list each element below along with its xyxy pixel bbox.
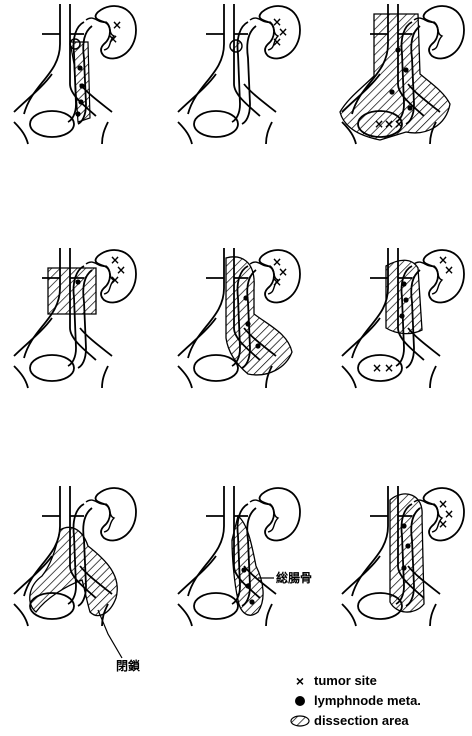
panel-7: 閉鎖 bbox=[14, 486, 141, 673]
legend-item-tumor: × tumor site bbox=[290, 672, 472, 689]
panel-4: × × × bbox=[14, 248, 136, 388]
node-mark bbox=[255, 343, 260, 348]
node-mark bbox=[401, 565, 406, 570]
legend: × tumor site lymphnode meta. dissection … bbox=[290, 672, 472, 732]
panel-6: × × × × bbox=[342, 248, 464, 388]
tumor-mark: × bbox=[384, 117, 394, 131]
legend-item-node: lymphnode meta. bbox=[290, 692, 472, 709]
node-mark bbox=[245, 321, 250, 326]
node-mark bbox=[401, 523, 406, 528]
tumor-mark: × bbox=[438, 517, 448, 531]
tumor-mark: × bbox=[444, 263, 454, 277]
tumor-mark: × bbox=[272, 275, 282, 289]
node-mark bbox=[243, 295, 248, 300]
node-mark bbox=[249, 599, 254, 604]
tumor-symbol: × bbox=[290, 672, 310, 689]
tumor-mark: × bbox=[374, 117, 384, 131]
filled-dot-icon bbox=[290, 692, 310, 709]
tumor-mark: × bbox=[112, 18, 122, 32]
hatched-area-icon bbox=[290, 712, 310, 729]
legend-label-dissection: dissection area bbox=[314, 713, 409, 728]
tumor-mark: × bbox=[372, 361, 382, 375]
node-mark bbox=[79, 83, 84, 88]
panel-2: × × × bbox=[178, 4, 300, 144]
node-mark bbox=[405, 543, 410, 548]
node-mark bbox=[241, 567, 246, 572]
common-iliac-annotation: 総腸骨 bbox=[276, 570, 312, 585]
node-mark bbox=[403, 297, 408, 302]
node-mark bbox=[75, 111, 80, 116]
panel-1: × × bbox=[14, 4, 136, 144]
panel-3: × × × bbox=[340, 4, 464, 144]
obturator-annotation: 閉鎖 bbox=[116, 658, 141, 673]
node-mark bbox=[403, 67, 408, 72]
tumor-mark: × bbox=[272, 35, 282, 49]
node-mark bbox=[395, 47, 400, 52]
node-mark bbox=[407, 105, 412, 110]
node-mark bbox=[389, 89, 394, 94]
panel-8: 総腸骨 bbox=[178, 486, 312, 626]
panel-5: × × × bbox=[178, 248, 300, 388]
panel-9: × × × bbox=[342, 486, 464, 626]
tumor-mark: × bbox=[384, 361, 394, 375]
node-mark bbox=[399, 313, 404, 318]
legend-label-node: lymphnode meta. bbox=[314, 693, 421, 708]
tumor-mark: × bbox=[108, 32, 118, 46]
node-mark bbox=[245, 583, 250, 588]
legend-label-tumor: tumor site bbox=[314, 673, 377, 688]
tumor-mark: × bbox=[394, 117, 404, 131]
node-mark bbox=[401, 281, 406, 286]
node-mark bbox=[75, 279, 80, 284]
legend-item-dissection: dissection area bbox=[290, 712, 472, 729]
node-mark bbox=[78, 99, 83, 104]
node-mark bbox=[77, 65, 82, 70]
tumor-mark: × bbox=[110, 273, 120, 287]
